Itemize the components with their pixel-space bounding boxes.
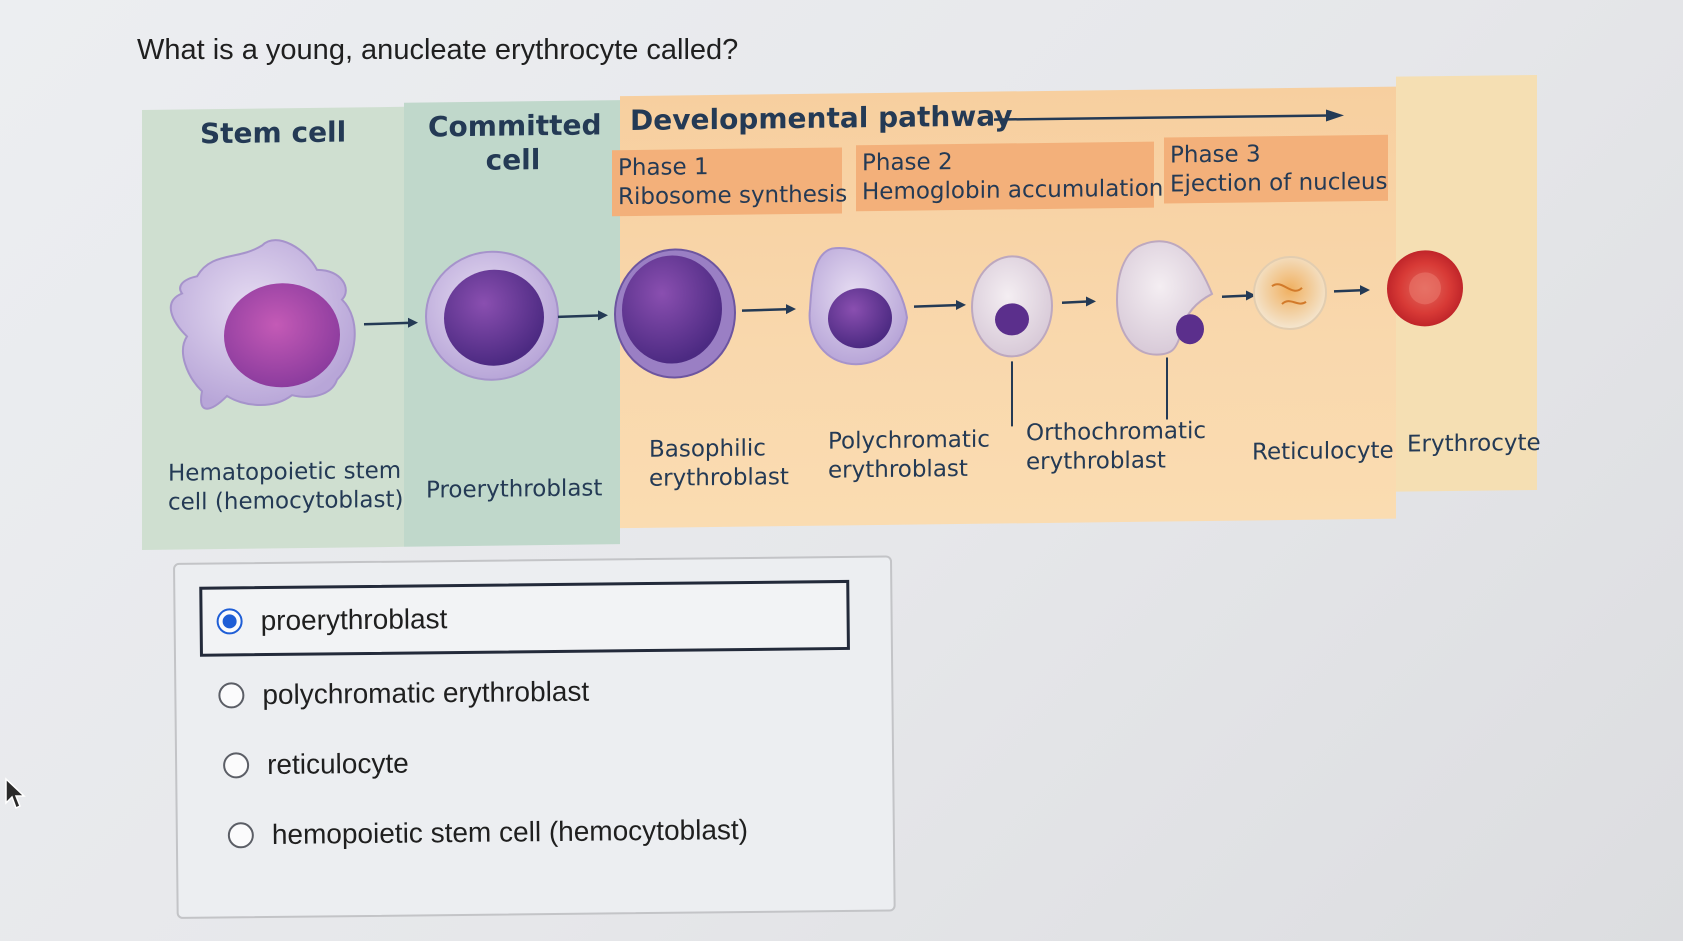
phase-3-title: Phase 3: [1170, 141, 1261, 169]
phase-1-title: Phase 1: [618, 154, 709, 182]
committed-cell-header: Committed cell: [428, 108, 602, 178]
label-baso-line2: erythroblast: [649, 464, 789, 492]
option-polychromatic-erythroblast[interactable]: polychromatic erythroblast: [204, 654, 855, 731]
proerythroblast-cell: [425, 250, 559, 381]
reticulocyte-cell: [1253, 255, 1327, 330]
stem-cell-header: Stem cell: [200, 115, 347, 151]
label-ortho-line1: Orthochromatic: [1026, 417, 1207, 447]
label-proerythroblast: Proerythroblast: [426, 475, 603, 504]
basophilic-erythroblast-cell: [614, 248, 736, 379]
label-baso-line1: Basophilic: [649, 435, 766, 463]
answer-choices: proerythroblast polychromatic erythrobla…: [173, 555, 896, 919]
label-orthochromatic-erythroblast: Orthochromatic erythroblast: [1026, 417, 1206, 477]
radio-empty-icon[interactable]: [218, 682, 245, 709]
nucleus-ejection-cell: [1115, 240, 1214, 420]
orthochromatic-erythroblast-cell: [971, 255, 1053, 427]
polychromatic-erythroblast-cell: [808, 247, 909, 366]
label-ortho-line2: erythroblast: [1026, 447, 1166, 476]
option-label: reticulocyte: [266, 747, 409, 781]
radio-empty-icon[interactable]: [222, 752, 250, 779]
question-text: What is a young, anucleate erythrocyte c…: [137, 34, 739, 66]
committed-header-line2: cell: [485, 143, 541, 177]
committed-header-line1: Committed: [428, 108, 602, 144]
phase-1-box: Phase 1 Ribosome synthesis: [612, 147, 848, 217]
label-polychromatic-erythroblast: Polychromatic erythroblast: [828, 426, 990, 486]
radio-selected-icon[interactable]: [216, 608, 243, 635]
label-hsc-line1: Hematopoietic stem: [168, 457, 402, 487]
label-erythrocyte: Erythrocyte: [1407, 429, 1541, 458]
option-label: hemopoietic stem cell (hemocytoblast): [271, 813, 749, 850]
phase-2-title: Phase 2: [862, 149, 953, 177]
erythrocyte-cell: [1387, 250, 1463, 327]
phase-2-box: Phase 2 Hemoglobin accumulation: [856, 141, 1164, 212]
option-proerythroblast[interactable]: proerythroblast: [199, 579, 850, 657]
option-reticulocyte[interactable]: reticulocyte: [209, 724, 860, 801]
label-hematopoietic-stem-cell: Hematopoietic stem cell (hemocytoblast): [168, 457, 403, 518]
cell-illustrations: [169, 239, 1463, 427]
option-label: polychromatic erythroblast: [262, 675, 590, 711]
phase-2-desc: Hemoglobin accumulation: [862, 175, 1164, 206]
phase-1-desc: Ribosome synthesis: [618, 181, 848, 211]
mouse-cursor-icon: [5, 777, 26, 810]
label-basophilic-erythroblast: Basophilic erythroblast: [649, 434, 789, 494]
radio-empty-icon[interactable]: [227, 822, 254, 849]
hematopoietic-stem-cell: [169, 239, 356, 410]
developmental-pathway-header: Developmental pathway: [630, 99, 1013, 138]
label-reticulocyte: Reticulocyte: [1252, 437, 1394, 466]
option-label: proerythroblast: [260, 603, 448, 637]
phase-3-box: Phase 3 Ejection of nucleus: [1164, 134, 1388, 204]
label-poly-line1: Polychromatic: [828, 426, 990, 455]
label-hsc-line2: cell (hemocytoblast): [168, 486, 404, 516]
phase-3-desc: Ejection of nucleus: [1170, 168, 1388, 198]
pathway-arrow-icon: [994, 109, 1344, 122]
option-hemopoietic-stem-cell[interactable]: hemopoietic stem cell (hemocytoblast): [213, 794, 864, 871]
label-poly-line2: erythroblast: [828, 455, 968, 484]
erythropoiesis-diagram: Stem cell Committed cell Developmental p…: [142, 74, 1541, 551]
